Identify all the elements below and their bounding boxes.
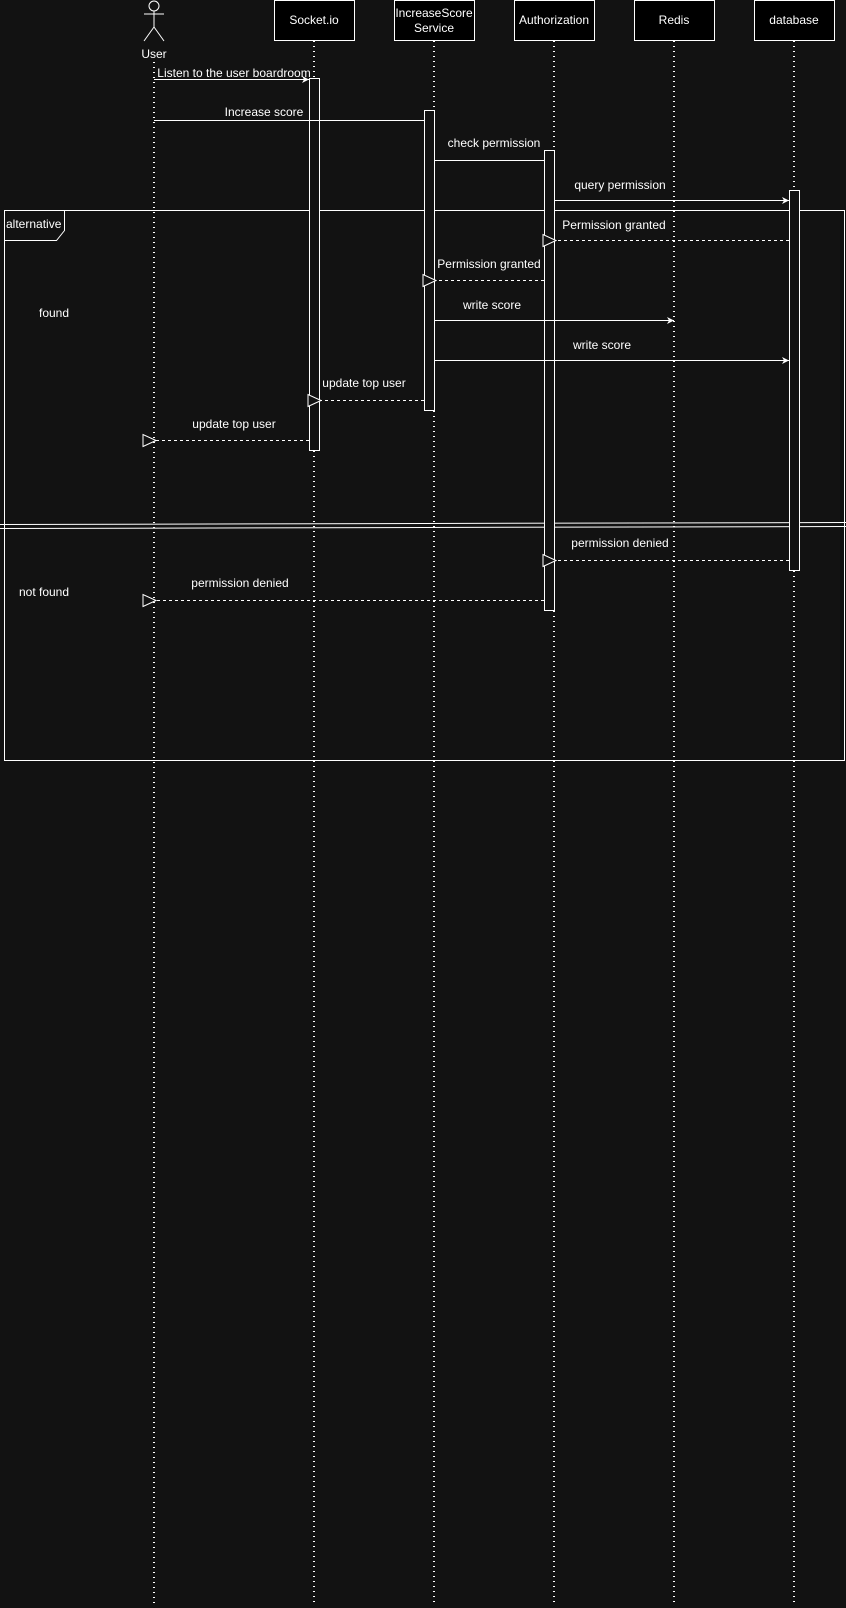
alt-fragment-tab [4, 210, 65, 241]
alt-operator-label: alternative [6, 217, 62, 231]
message-permission-denied-auth: permission denied [156, 576, 544, 601]
alt-separator-2 [0, 526, 846, 529]
participant-authorization-box [514, 0, 595, 41]
message-permission-denied-auth-label: permission denied [191, 576, 288, 590]
participant-increasescore-box [394, 0, 475, 41]
message-increase-score-label: Increase score [225, 105, 304, 119]
message-listen-label: Listen to the user boardroom [157, 66, 310, 80]
message-permission-granted-db: Permission granted [556, 218, 789, 241]
participants: User Socket.io IncreaseScore Service Aut… [141, 0, 835, 61]
activation-increasescore [424, 110, 435, 411]
participant-socket-label: Socket.io [289, 13, 339, 27]
actor-user-leg-right [153, 26, 165, 42]
message-increase-score: Increase score [154, 104, 424, 121]
guard-found: found [39, 306, 69, 320]
message-permission-granted-auth: Permission granted [436, 257, 544, 281]
message-update-top-user-service-label: update top user [322, 376, 405, 390]
message-update-top-user-socket-label: update top user [192, 417, 275, 431]
messages: Listen to the user boardroom Increase sc… [154, 66, 789, 601]
activation-authorization [544, 150, 555, 611]
actor-user [143, 0, 165, 42]
participant-database-box [754, 0, 835, 41]
activations [309, 78, 800, 611]
actor-user-leg-left [143, 26, 155, 42]
participant-increasescore-label-line2: Service [414, 21, 454, 35]
message-check-permission: check permission [434, 136, 544, 161]
message-permission-granted-auth-label: Permission granted [437, 257, 540, 271]
message-write-score-db-label: write score [572, 338, 631, 352]
message-permission-denied-db-label: permission denied [571, 536, 668, 550]
participant-redis-box [634, 0, 715, 41]
message-check-permission-label: check permission [448, 136, 541, 150]
message-permission-denied-db: permission denied [556, 536, 789, 561]
message-write-score-db: write score [434, 338, 789, 364]
participant-redis-label: Redis [659, 13, 690, 27]
message-write-score-redis: write score [434, 298, 674, 324]
message-listen: Listen to the user boardroom [154, 66, 311, 83]
actor-user-label: User [141, 47, 166, 61]
message-update-top-user-socket: update top user [156, 417, 309, 441]
participant-database-label: database [769, 13, 819, 27]
message-increase-score-label-bg [225, 104, 305, 118]
participant-socket-box [274, 0, 355, 41]
message-write-score-redis-label: write score [462, 298, 521, 312]
guard-not-found: not found [19, 585, 69, 599]
lifelines [153, 41, 795, 1603]
activation-database [789, 190, 800, 571]
participant-authorization-label: Authorization [519, 13, 589, 27]
message-update-top-user-service: update top user [321, 376, 424, 401]
message-query-permission: query permission [554, 178, 789, 204]
alt-fragment: alternative found not found [0, 210, 846, 761]
message-query-permission-label: query permission [574, 178, 665, 192]
alt-separator-1 [0, 522, 846, 525]
activation-socket [309, 78, 320, 451]
actor-user-head [148, 0, 160, 12]
message-permission-granted-db-label: Permission granted [562, 218, 665, 232]
participant-increasescore-label-line1: IncreaseScore [395, 6, 473, 20]
